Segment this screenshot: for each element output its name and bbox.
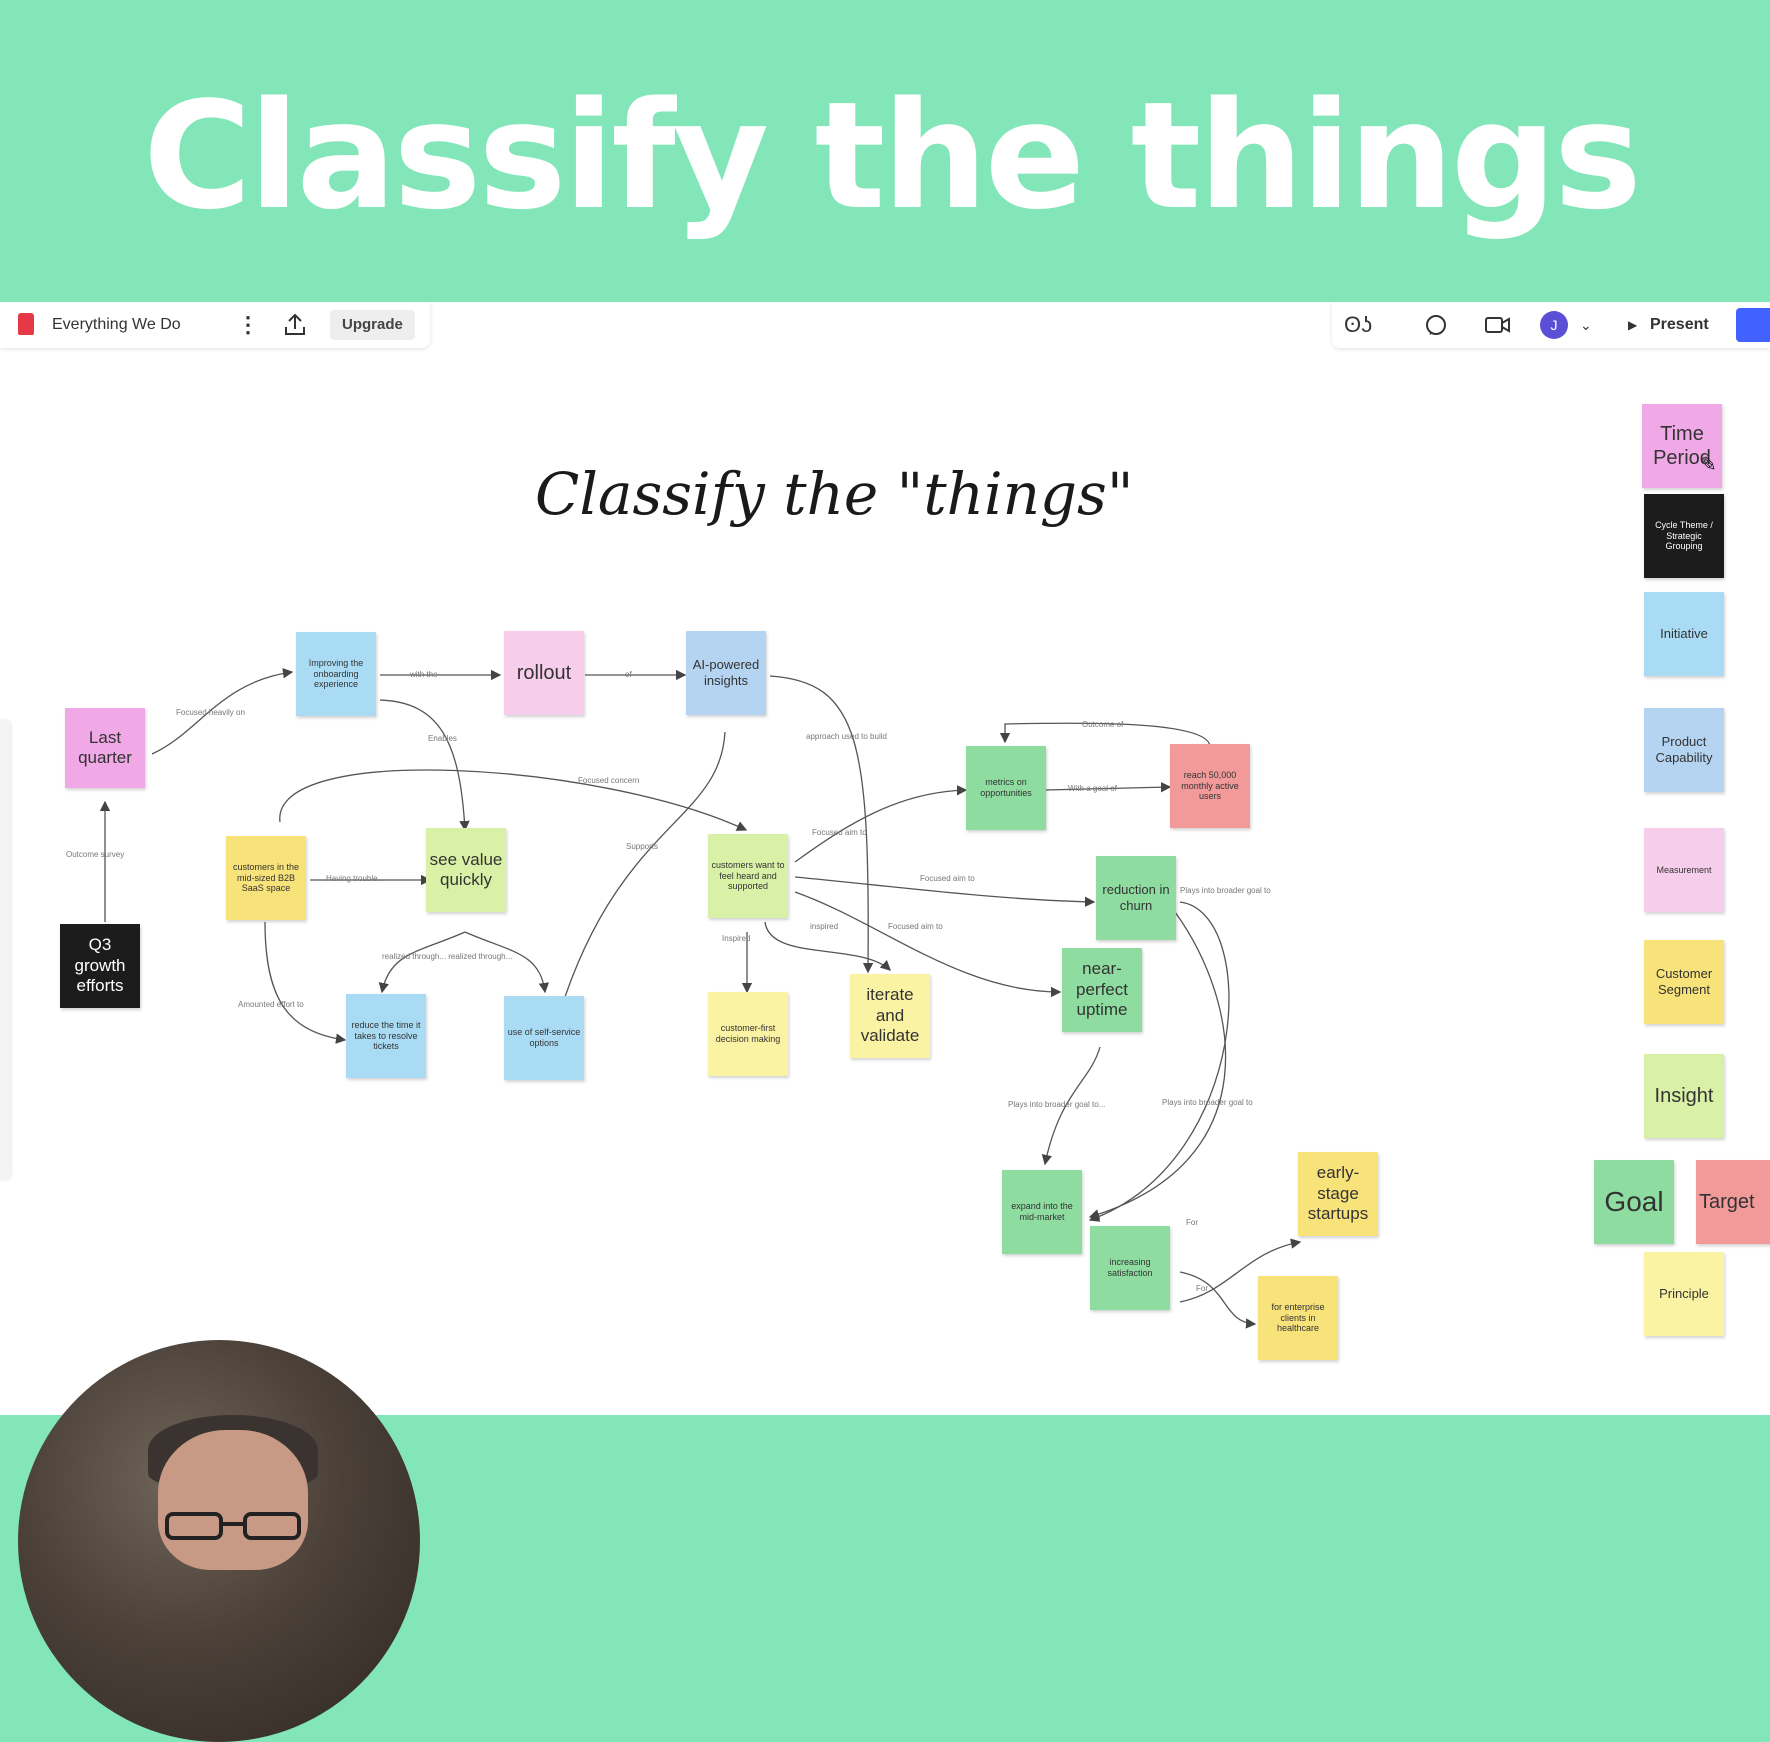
- banner-title: Classify the things: [143, 70, 1642, 242]
- edge-label-with-goal: With a goal of: [1068, 784, 1117, 793]
- edge-label-realized-through: realized through... realized through...: [382, 952, 513, 961]
- sticky-increasing-satisfaction[interactable]: increasing satisfaction: [1090, 1226, 1170, 1310]
- whiteboard-canvas[interactable]: Everything We Do ⋮ Upgrade ʘʖ J ⌄ ▶ Pres…: [0, 302, 1770, 1415]
- sticky-customer-first[interactable]: customer-first decision making: [708, 992, 788, 1076]
- presenter-face: [158, 1430, 308, 1570]
- edge-label-outcome-survey: Outcome survey: [66, 850, 125, 859]
- edge-label-focused-aim: Focused aim to: [812, 828, 867, 837]
- edge-label-approach-used: approach used to build: [806, 732, 887, 741]
- sticky-last-quarter[interactable]: Last quarter: [65, 708, 145, 788]
- legend-measurement[interactable]: Measurement: [1644, 828, 1724, 912]
- left-side-panel[interactable]: [0, 720, 10, 1180]
- edge-label-plays-into-2: Plays into broader goal to...: [1008, 1100, 1106, 1109]
- edge-label-having-trouble: Having trouble...: [326, 874, 385, 883]
- board-title: Classify the "things": [535, 460, 1134, 528]
- sticky-outcome-box[interactable]: metrics on opportunities: [966, 746, 1046, 830]
- upgrade-button[interactable]: Upgrade: [330, 310, 415, 340]
- edge-label-focused-concern: Focused concern: [578, 776, 640, 785]
- sticky-reduce-time[interactable]: reduce the time it takes to resolve tick…: [346, 994, 426, 1078]
- legend-principle[interactable]: Principle: [1644, 1252, 1724, 1336]
- sticky-improving-onboarding[interactable]: Improving the onboarding experience: [296, 632, 376, 716]
- sticky-reach-users[interactable]: reach 50,000 monthly active users: [1170, 744, 1250, 828]
- sticky-early-startups[interactable]: early-stage startups: [1298, 1152, 1378, 1236]
- legend-initiative[interactable]: Initiative: [1644, 592, 1724, 676]
- sticky-enterprise-healthcare[interactable]: for enterprise clients in healthcare: [1258, 1276, 1338, 1360]
- edge-label-focused-heavily: Focused heavily on: [176, 708, 245, 717]
- chevron-down-icon[interactable]: ⌄: [1580, 317, 1592, 333]
- edge-label-focused-aim-3: Focused aim to: [888, 922, 943, 931]
- title-banner: Classify the things: [0, 0, 1770, 302]
- edge-label-for-2: For: [1196, 1284, 1208, 1293]
- edge-label-plays-into: Plays into broader goal to: [1180, 886, 1271, 895]
- edge-label-plays-into-3: Plays into broader goal to: [1162, 1098, 1253, 1107]
- legend-product-capability[interactable]: Product Capability: [1644, 708, 1724, 792]
- legend-insight[interactable]: Insight: [1644, 1054, 1724, 1138]
- play-icon: ▶: [1628, 318, 1638, 332]
- share-upload-icon[interactable]: [282, 312, 308, 338]
- edge-label-focused-aim-2: Focused aim to: [920, 874, 975, 883]
- edge-label-with-the: with the: [410, 670, 438, 679]
- sticky-reduction-churn[interactable]: reduction in churn: [1096, 856, 1176, 940]
- edge-label-inspired: Inspired: [722, 934, 751, 943]
- legend-time-period[interactable]: Time Period: [1642, 404, 1722, 488]
- legend-target[interactable]: Target: [1696, 1160, 1770, 1244]
- sticky-self-service[interactable]: use of self-service options: [504, 996, 584, 1080]
- video-call-icon[interactable]: [1484, 314, 1512, 336]
- sticky-near-perfect[interactable]: near-perfect uptime: [1062, 948, 1142, 1032]
- sticky-expand-midmarket[interactable]: expand into the mid-market: [1002, 1170, 1082, 1254]
- edge-label-inspired-2: inspired: [810, 922, 839, 931]
- sticky-customers-heard[interactable]: customers want to feel heard and support…: [708, 834, 788, 918]
- glasses-icon: [165, 1512, 301, 1540]
- edge-label-enables: Enables: [428, 734, 457, 743]
- sticky-customers-b2b[interactable]: customers in the mid-sized B2B SaaS spac…: [226, 836, 306, 920]
- sticky-see-value[interactable]: see value quickly: [426, 828, 506, 912]
- connector-layer: [99, 668, 1302, 1329]
- edge-label-supports: Supports: [626, 842, 659, 851]
- legend-customer-segment[interactable]: Customer Segment: [1644, 940, 1724, 1024]
- board-toolbar-right: ʘʖ J ⌄ ▶ Present: [1332, 302, 1770, 348]
- board-toolbar-left: Everything We Do ⋮ Upgrade: [0, 302, 430, 348]
- more-options-icon[interactable]: ⋮: [237, 312, 259, 337]
- sticky-ai-insights[interactable]: AI-powered insights: [686, 631, 766, 715]
- sticky-iterate-validate[interactable]: iterate and validate: [850, 974, 930, 1058]
- legend-goal[interactable]: Goal: [1594, 1160, 1674, 1244]
- share-button[interactable]: [1736, 308, 1770, 342]
- edge-label-outcome-of: Outcome of: [1082, 720, 1124, 729]
- edge-label-of: of: [625, 670, 632, 679]
- comments-icon[interactable]: [1424, 313, 1448, 337]
- edge-label-for: For: [1186, 1218, 1198, 1227]
- pencil-icon: ✎: [1700, 454, 1717, 476]
- edge-label-amounted-effort: Amounted effort to: [238, 1000, 304, 1009]
- sticky-q3-growth[interactable]: Q3 growth efforts: [60, 924, 140, 1008]
- board-name[interactable]: Everything We Do: [52, 316, 181, 333]
- reactions-icon[interactable]: ʘʖ: [1344, 312, 1373, 337]
- sticky-rollout[interactable]: rollout: [504, 631, 584, 715]
- present-button[interactable]: Present: [1650, 316, 1709, 333]
- presenter-webcam: [18, 1340, 420, 1742]
- legend-cycle-theme[interactable]: Cycle Theme / Strategic Grouping: [1644, 494, 1724, 578]
- user-avatar[interactable]: J: [1540, 311, 1568, 339]
- miro-logo-icon[interactable]: [18, 313, 34, 335]
